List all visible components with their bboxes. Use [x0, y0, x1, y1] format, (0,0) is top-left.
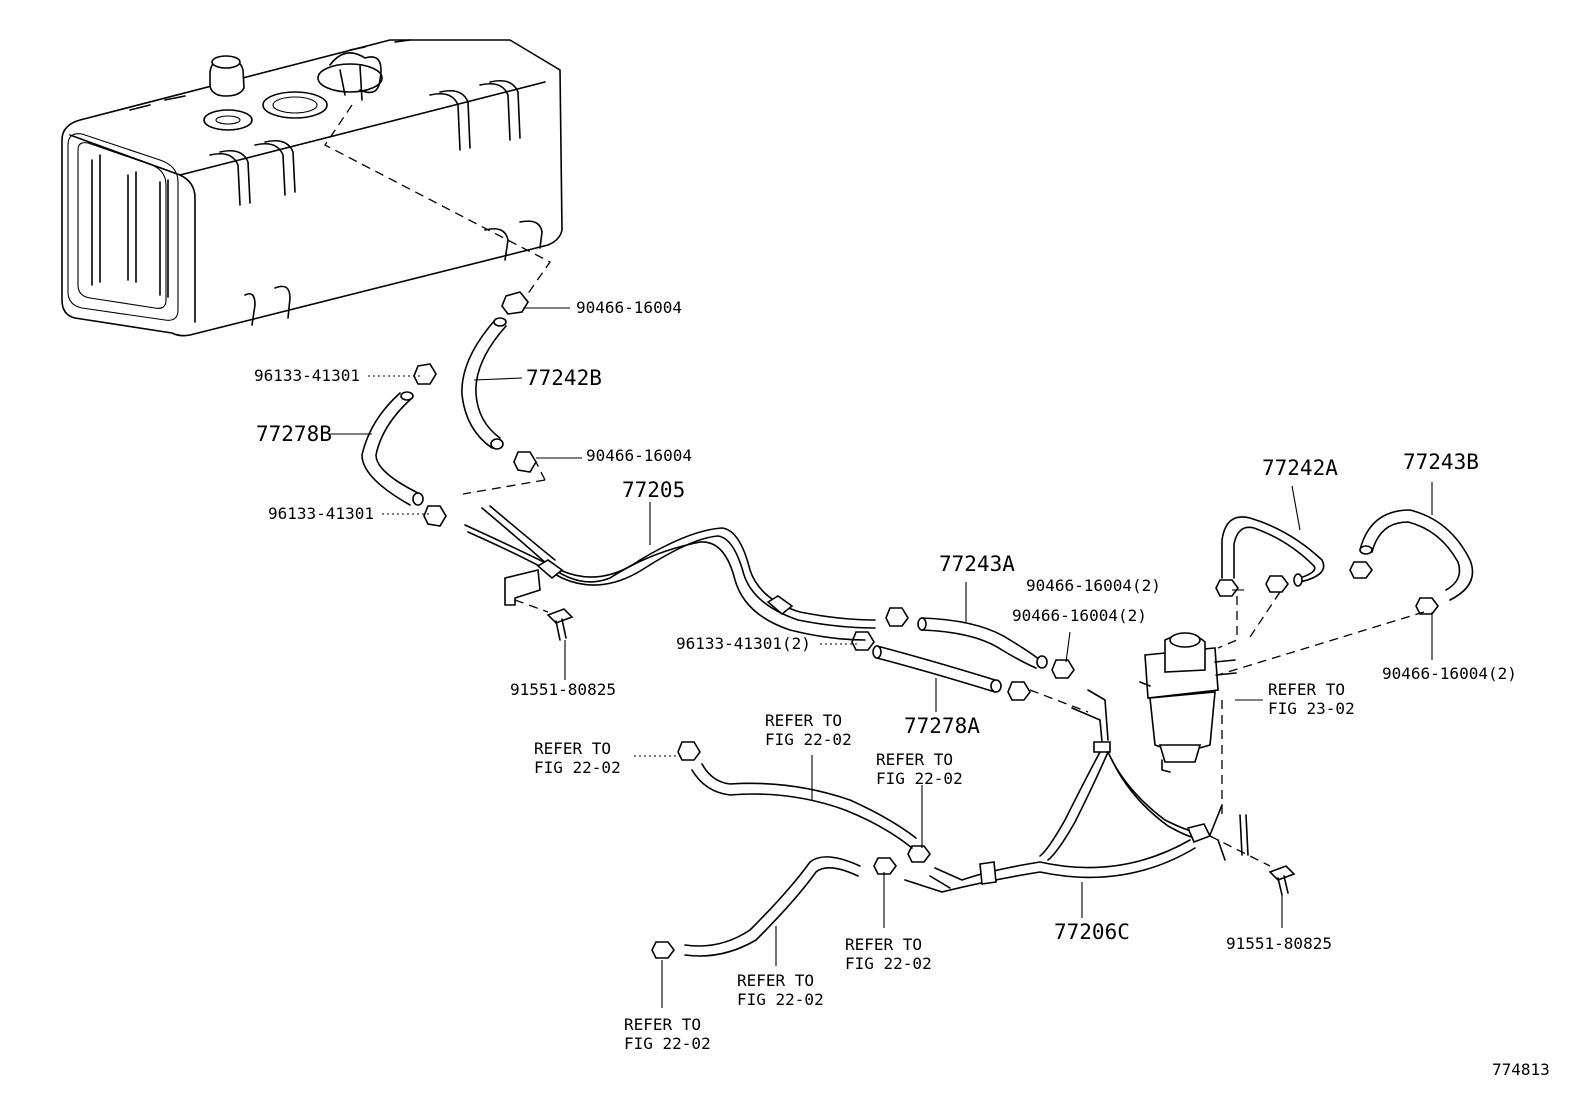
part-label-90466-16004-mid: 90466-16004: [586, 446, 692, 465]
part-label-96133-41301-2: 96133-41301(2): [676, 634, 811, 653]
hose-77242B: [461, 317, 507, 450]
part-label-96133-41301-b: 96133-41301: [268, 504, 374, 523]
part-label-77205: 77205: [622, 478, 686, 502]
refer-label-fig-22-02-d: REFER TO FIG 22-02: [845, 935, 932, 973]
part-label-77206C: 77206C: [1054, 920, 1130, 944]
bolt-icon: [546, 608, 1296, 896]
fuel-tank: [61, 39, 563, 337]
hose-77278B: [361, 391, 424, 506]
part-label-90466-16004-2a: 90466-16004(2): [1026, 576, 1161, 595]
clamp-icon: [413, 291, 1439, 959]
part-label-77278B: 77278B: [256, 422, 332, 446]
diagram-id: 774813: [1492, 1060, 1550, 1079]
refer-label-fig-22-02-f: REFER TO FIG 22-02: [624, 1015, 711, 1053]
tube-77206C: [904, 689, 1249, 893]
hose-77243B: [1359, 509, 1474, 601]
part-label-77242A: 77242A: [1262, 456, 1338, 480]
part-label-77243A: 77243A: [939, 552, 1015, 576]
part-label-91551-80825-right: 91551-80825: [1226, 934, 1332, 953]
hose-77278A: [872, 645, 1002, 693]
part-label-91551-80825-left: 91551-80825: [510, 680, 616, 699]
hose-refer-b: [684, 856, 861, 957]
leader-lines: [330, 307, 1433, 1008]
part-label-90466-16004-2b: 90466-16004(2): [1012, 606, 1147, 625]
refer-label-fig-22-02-a: REFER TO FIG 22-02: [765, 711, 852, 749]
hose-77243A: [917, 617, 1048, 669]
refer-label-fig-22-02-b: REFER TO FIG 22-02: [534, 739, 621, 777]
refer-label-fig-23-02: REFER TO FIG 23-02: [1268, 680, 1355, 718]
part-label-96133-41301-a: 96133-41301: [254, 366, 360, 385]
part-label-90466-16004-top: 90466-16004: [576, 298, 682, 317]
part-label-90466-16004-2c: 90466-16004(2): [1382, 664, 1517, 683]
refer-label-fig-22-02-e: REFER TO FIG 22-02: [737, 971, 824, 1009]
hose-refer-a: [691, 763, 917, 849]
hose-77242A: [1221, 516, 1325, 587]
refer-label-fig-22-02-c: REFER TO FIG 22-02: [876, 750, 963, 788]
part-label-77278A: 77278A: [904, 714, 980, 738]
part-label-77243B: 77243B: [1403, 450, 1479, 474]
tube-77205: [464, 505, 876, 641]
fuel-filter: [1139, 632, 1237, 773]
part-label-77242B: 77242B: [526, 366, 602, 390]
